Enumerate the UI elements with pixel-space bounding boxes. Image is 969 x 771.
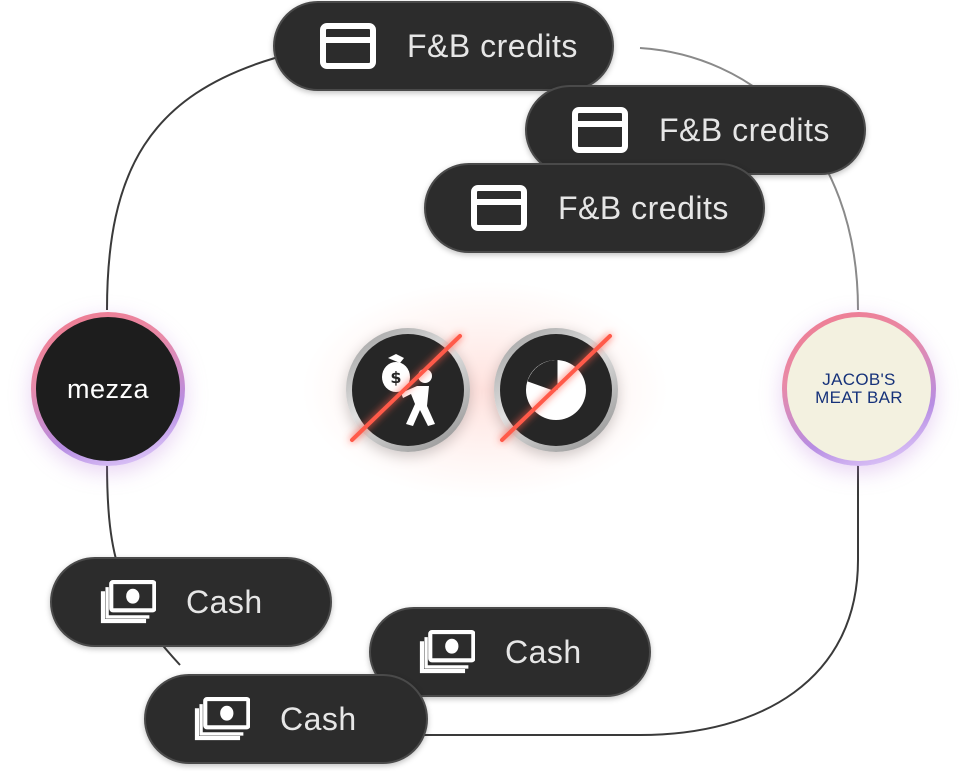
banknote-icon	[192, 694, 250, 744]
cash-pill: Cash	[369, 607, 651, 697]
blocked-money-badge: $	[346, 328, 470, 452]
card-icon	[571, 105, 629, 155]
jacobs-wordmark-line1: JACOB'S	[822, 370, 896, 389]
blocked-pie-badge	[494, 328, 618, 452]
credit-pill: F&B credits	[273, 1, 614, 91]
credit-label: F&B credits	[659, 111, 830, 148]
cash-label: Cash	[186, 583, 263, 620]
cash-pill: Cash	[144, 674, 428, 764]
cash-label: Cash	[505, 633, 582, 670]
svg-text:$: $	[390, 368, 401, 387]
banknote-icon	[98, 577, 156, 627]
money-bag-runner-icon: $	[382, 354, 435, 426]
jacobs-wordmark-line2: MEAT BAR	[815, 388, 903, 407]
credit-pill: F&B credits	[424, 163, 765, 253]
credit-label: F&B credits	[407, 27, 578, 64]
pie-chart-icon	[526, 360, 586, 420]
card-icon	[319, 21, 377, 71]
mezza-wordmark: mezza	[66, 373, 150, 404]
credit-label: F&B credits	[558, 189, 729, 226]
card-icon	[470, 183, 528, 233]
jacobs-meat-bar-logo: JACOB'S MEAT BAR	[782, 312, 936, 466]
cash-label: Cash	[280, 700, 357, 737]
credit-pill: F&B credits	[525, 85, 866, 175]
cash-pill: Cash	[50, 557, 332, 647]
mezza-logo: mezza	[31, 312, 185, 466]
banknote-icon	[417, 627, 475, 677]
